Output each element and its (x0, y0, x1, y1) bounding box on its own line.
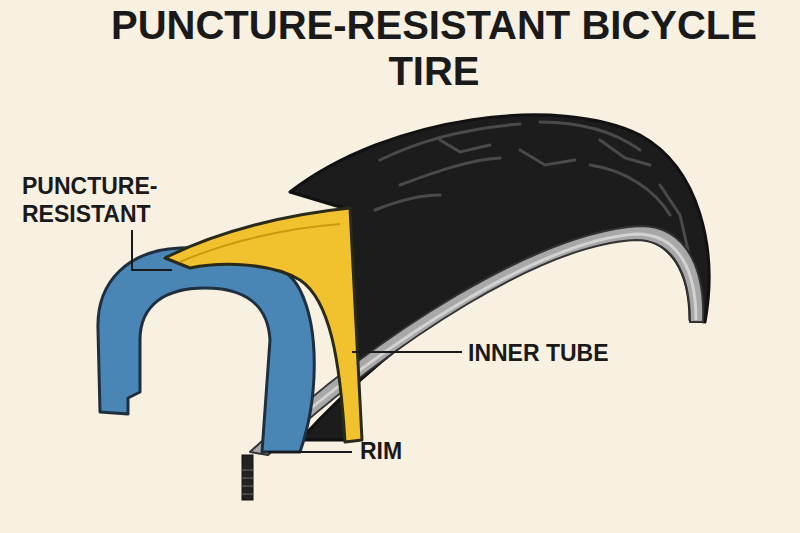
part-label: INNER TUBE (468, 339, 668, 367)
thread-line (242, 469, 253, 471)
part-label: PUNCTURE- RESISTANT (22, 172, 182, 228)
diagram-title: PUNCTURE-RESISTANT BICYCLE TIRE (84, 2, 784, 94)
thread-line (242, 493, 253, 495)
leader-line (268, 451, 352, 453)
inner-tube (98, 248, 314, 452)
leader-line (352, 351, 462, 353)
tread-groove (375, 195, 440, 210)
tread-groove (400, 158, 500, 185)
tread-groove (380, 124, 520, 160)
puncture-layer (165, 208, 362, 442)
leader-lines (132, 230, 462, 452)
leader-line (132, 230, 172, 270)
tread-groove (540, 122, 640, 150)
tread-groove (590, 165, 670, 215)
tread-groove (600, 140, 650, 165)
thread-line (242, 485, 253, 487)
valve-thread (242, 470, 253, 494)
part-label: RIM (360, 437, 440, 465)
tread-groove (520, 150, 575, 165)
puncture-layer-edge (180, 224, 340, 262)
valve-stem (242, 455, 253, 500)
tread-groove (440, 140, 490, 152)
thread-line (242, 477, 253, 479)
